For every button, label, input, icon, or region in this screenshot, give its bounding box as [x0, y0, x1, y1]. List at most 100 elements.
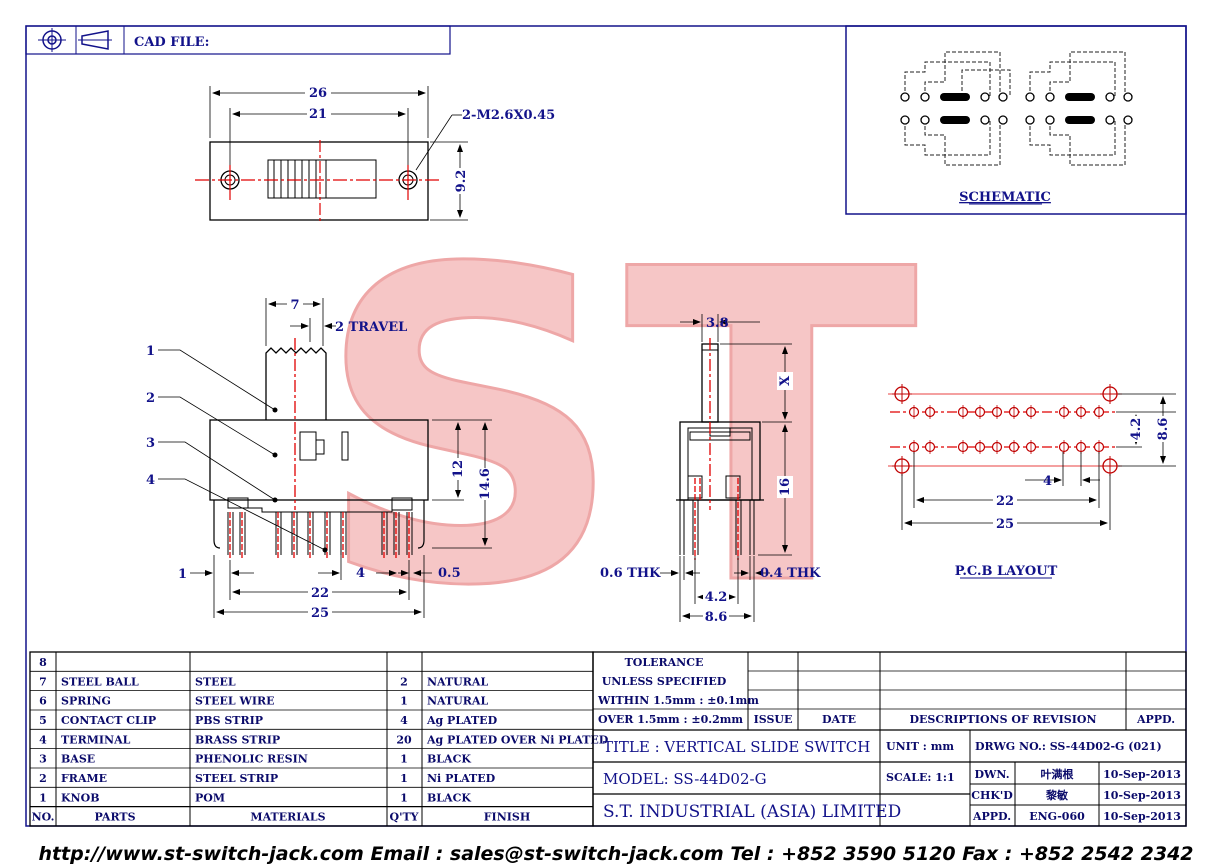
- front-dim-14-6: 14.6: [478, 468, 493, 500]
- parts-header-no: NO.: [32, 811, 55, 824]
- top-dim-26: 26: [309, 86, 327, 101]
- side-dim-8-6: 8.6: [705, 610, 728, 625]
- chk-date: 10-Sep-2013: [1103, 789, 1181, 802]
- dwn-name: 叶满根: [1041, 767, 1075, 781]
- callout-4: 4: [146, 473, 155, 488]
- side-dim-x: X: [778, 375, 793, 386]
- parts-cell-part: BASE: [61, 753, 95, 766]
- front-dim-4: 4: [356, 566, 365, 581]
- cad-header: CAD FILE:: [25, 25, 451, 55]
- st-watermark: ST: [314, 179, 922, 682]
- parts-cell-no: 2: [39, 772, 47, 785]
- parts-cell-part: TERMINAL: [61, 733, 131, 746]
- front-dim-1: 1: [178, 567, 187, 582]
- tolerance-over: OVER 1.5mm : ±0.2mm: [598, 713, 743, 726]
- parts-cell-part: FRAME: [61, 772, 107, 785]
- revision-date-header: DATE: [822, 713, 856, 726]
- watermark-text: ST: [315, 180, 920, 680]
- callout-3: 3: [146, 436, 155, 451]
- pcb-layout-label: P.C.B LAYOUT: [955, 564, 1058, 579]
- pcb-dim-4: 4: [1043, 474, 1052, 489]
- callout-1: 1: [146, 344, 155, 359]
- front-dim-25: 25: [311, 606, 329, 621]
- parts-cell-no: 3: [39, 753, 47, 766]
- side-dim-16: 16: [778, 478, 793, 496]
- side-dim-3-8: 3.8: [706, 316, 729, 331]
- parts-cell-qty: 1: [400, 791, 408, 804]
- pcb-dim-4-2: 4.2: [1129, 418, 1144, 441]
- drawing-number: DRWG NO.: SS-44D02-G (021): [975, 740, 1162, 753]
- side-view: 3.8 X 16 0.6 THK 0.4 THK 4.2 8.6: [600, 314, 821, 625]
- parts-cell-qty: 4: [400, 714, 408, 727]
- parts-cell-material: PHENOLIC RESIN: [195, 753, 308, 766]
- parts-cell-qty: 1: [400, 772, 408, 785]
- parts-cell-no: 7: [39, 675, 47, 688]
- drawing-model: MODEL: SS-44D02-G: [603, 770, 767, 788]
- parts-cell-part: CONTACT CLIP: [61, 714, 156, 727]
- revision-issue-header: ISSUE: [754, 713, 793, 726]
- front-dim-7: 7: [290, 298, 299, 313]
- parts-cell-qty: 1: [400, 753, 408, 766]
- parts-cell-no: 1: [39, 791, 47, 804]
- scale-label: SCALE: 1:1: [886, 771, 955, 784]
- parts-cell-qty: 1: [400, 695, 408, 708]
- parts-cell-finish: BLACK: [427, 791, 471, 804]
- unit-label: UNIT : mm: [886, 740, 954, 753]
- parts-cell-material: POM: [195, 791, 225, 804]
- front-dim-travel: 2 TRAVEL: [335, 320, 407, 335]
- projection-symbol-icon: [38, 28, 112, 52]
- front-view: 1 2 3 4 7 2 TRAVEL 12 14.6 1: [146, 296, 493, 621]
- revision-desc-header: DESCRIPTIONS OF REVISION: [909, 713, 1096, 726]
- front-dim-12: 12: [451, 460, 466, 478]
- top-dim-21: 21: [309, 107, 327, 122]
- parts-cell-finish: NATURAL: [427, 675, 488, 688]
- parts-cell-material: STEEL STRIP: [195, 772, 278, 785]
- parts-cell-finish: Ag PLATED: [426, 714, 498, 727]
- parts-cell-material: PBS STRIP: [195, 714, 263, 727]
- parts-cell-no: 5: [39, 714, 47, 727]
- chk-label: CHK'D: [971, 789, 1013, 802]
- top-view: 26 21 2-M2.6X0.45 9.2: [195, 85, 555, 222]
- pcb-layout: 4.2 8.6 4 22 25 P.C.B LAYOUT: [888, 384, 1176, 579]
- parts-cell-finish: NATURAL: [427, 695, 488, 708]
- pcb-dim-8-6: 8.6: [1156, 418, 1171, 441]
- tolerance-within: WITHIN 1.5mm : ±0.1mm: [597, 694, 759, 707]
- front-dim-22: 22: [311, 586, 329, 601]
- side-dim-4-2: 4.2: [705, 590, 728, 605]
- schematic-label: SCHEMATIC: [959, 190, 1051, 205]
- cad-file-label: CAD FILE:: [134, 35, 209, 50]
- parts-cell-material: STEEL WIRE: [195, 695, 275, 708]
- side-dim-0-6: 0.6 THK: [600, 566, 661, 581]
- dwn-label: DWN.: [974, 768, 1009, 781]
- schematic-panel: SCHEMATIC: [845, 25, 1187, 215]
- appd-name: ENG-060: [1029, 810, 1085, 823]
- front-dim-0-5: 0.5: [438, 566, 461, 581]
- parts-cell-material: BRASS STRIP: [195, 733, 280, 746]
- side-dim-0-4: 0.4 THK: [760, 566, 821, 581]
- dwn-date: 10-Sep-2013: [1103, 768, 1181, 781]
- schematic-diagram: [904, 51, 1126, 166]
- parts-cell-finish: Ni PLATED: [427, 772, 496, 785]
- schematic-contacts: [900, 92, 1133, 125]
- parts-cell-part: STEEL BALL: [61, 675, 139, 688]
- parts-cell-finish: BLACK: [427, 753, 471, 766]
- footer-contact: http://www.st-switch-jack.com Email : sa…: [38, 843, 1194, 865]
- revision-appd-header: APPD.: [1136, 713, 1175, 726]
- schematic-sliders: [940, 93, 1095, 124]
- pcb-dim-25: 25: [996, 517, 1014, 532]
- appd-date: 10-Sep-2013: [1103, 810, 1181, 823]
- parts-cell-qty: 20: [396, 733, 412, 746]
- parts-header-finish: FINISH: [484, 811, 531, 824]
- parts-cell-no: 4: [39, 733, 47, 746]
- top-dim-thread: 2-M2.6X0.45: [462, 108, 555, 123]
- tolerance-unless: UNLESS SPECIFIED: [602, 675, 727, 688]
- drawing-title: TITLE : VERTICAL SLIDE SWITCH: [603, 738, 870, 756]
- chk-name: 黎敏: [1046, 788, 1069, 802]
- parts-cell-part: SPRING: [61, 695, 111, 708]
- appd-label: APPD.: [972, 810, 1011, 823]
- parts-header-qty: Q'TY: [390, 811, 419, 824]
- company-name: S.T. INDUSTRIAL (ASIA) LIMITED: [603, 802, 901, 822]
- parts-cell-no: 8: [39, 656, 47, 669]
- parts-header-material: MATERIALS: [250, 811, 325, 824]
